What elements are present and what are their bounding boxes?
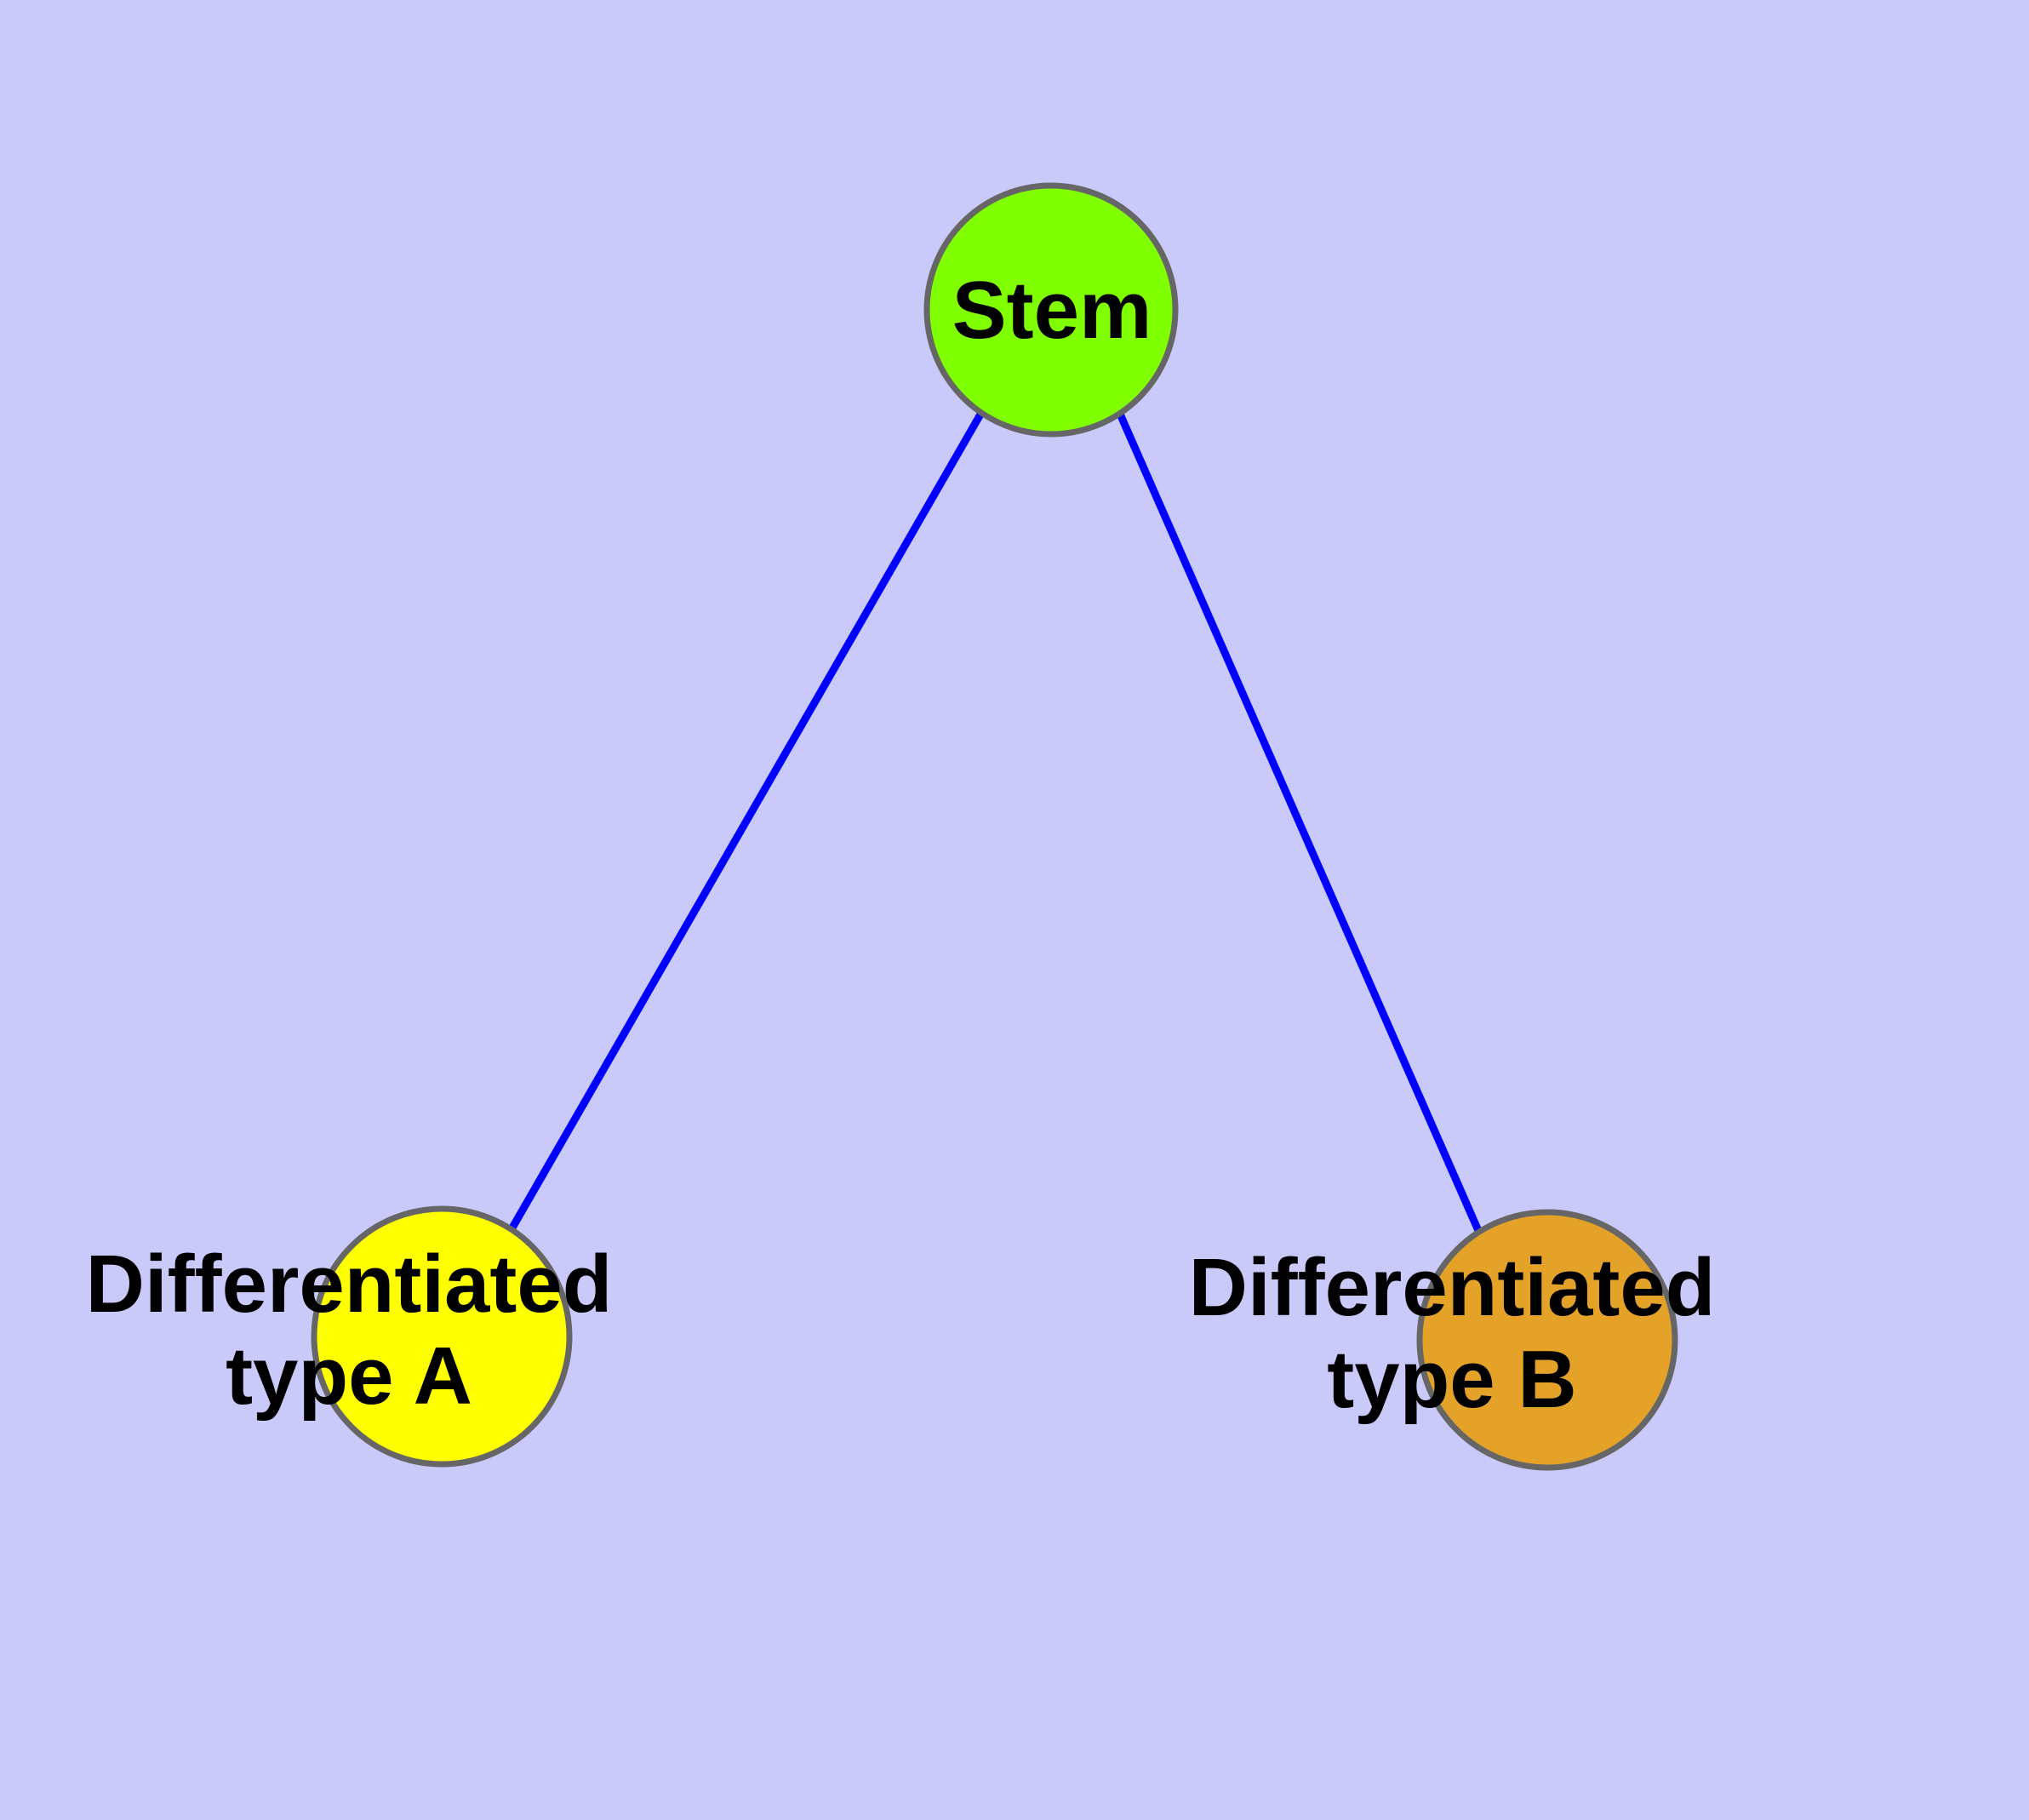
node-type-b-circle[interactable] bbox=[1416, 1209, 1678, 1471]
node-label-line: type A bbox=[226, 1331, 472, 1422]
node-label-line: type B bbox=[1327, 1334, 1576, 1425]
node-label-line: Differentiated bbox=[1189, 1242, 1716, 1333]
edge-stem-to-type-a[interactable] bbox=[508, 410, 985, 1232]
edge-layer bbox=[508, 410, 1483, 1234]
node-layer bbox=[311, 182, 1678, 1471]
node-type-a-circle[interactable] bbox=[311, 1205, 573, 1468]
node-label-line: Differentiated bbox=[86, 1239, 613, 1330]
node-stem-circle[interactable] bbox=[923, 182, 1179, 438]
edge-stem-to-type-b[interactable] bbox=[1115, 410, 1483, 1234]
node-stem-label: Stem bbox=[952, 265, 1152, 356]
node-label-line: Stem bbox=[952, 265, 1152, 356]
